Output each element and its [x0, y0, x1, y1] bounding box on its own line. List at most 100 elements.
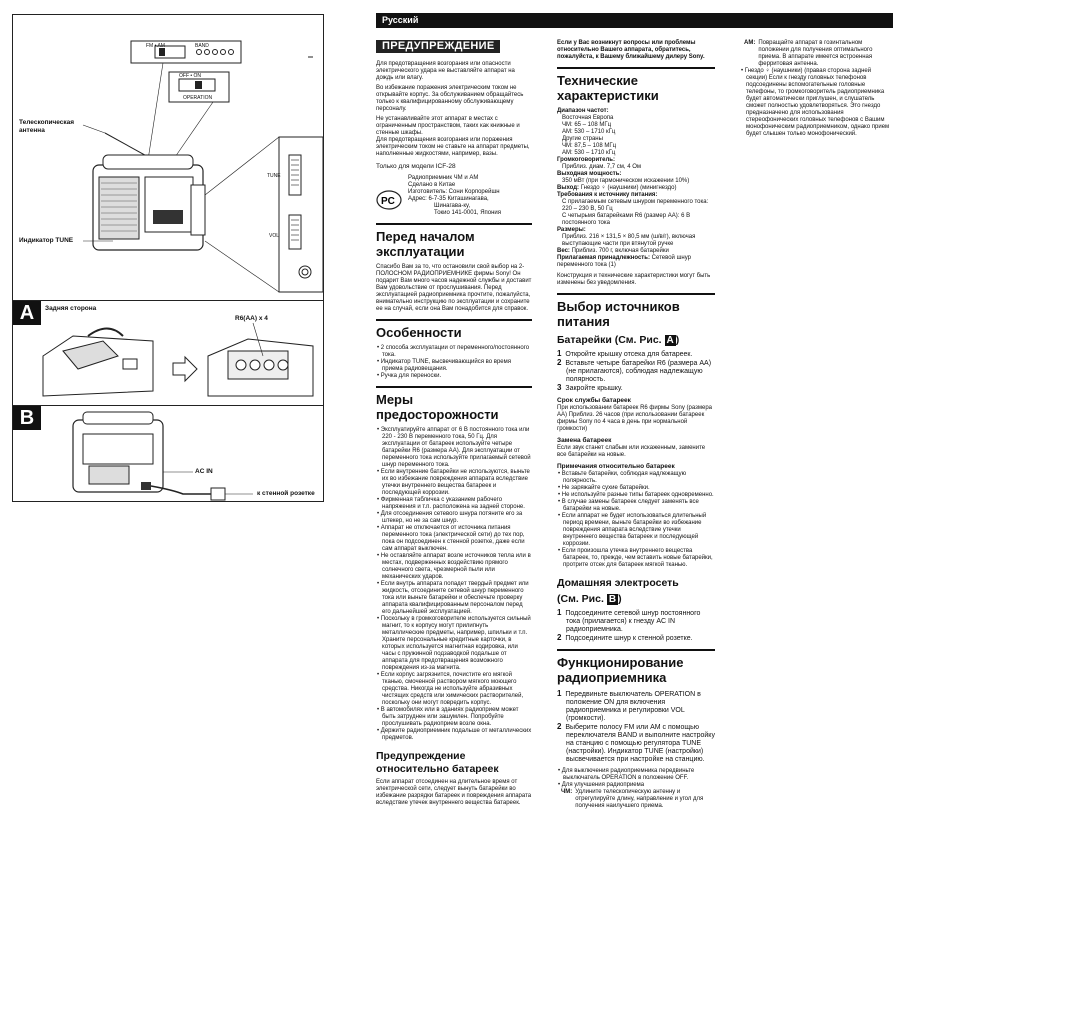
- divider: [557, 293, 715, 295]
- divider: [557, 649, 715, 651]
- cert-line-5: Шинагава-ку,: [434, 203, 471, 209]
- spec-value: ЧМ: 65 – 108 МГц: [562, 122, 612, 128]
- list-item: • Не оставляйте аппарат возле источников…: [377, 553, 531, 580]
- list-item: • Если корпус загрязнится, почистите его…: [377, 672, 524, 706]
- vol-label: VOL: [269, 233, 280, 239]
- warning-text-2: Во избежание поражения электрическим ток…: [376, 85, 524, 112]
- spec-value: Приблиз. 216 × 131,5 × 80,5 мм (ш/в/г), …: [562, 234, 696, 247]
- warning-text-1: Для предотвращения возгорания или опасно…: [376, 61, 515, 81]
- divider: [557, 67, 715, 69]
- list-item: • Держите радиоприемник подальше от мета…: [377, 728, 532, 741]
- am-tip-text: Повращайте аппарат в гозинтальном положе…: [758, 40, 873, 67]
- step-item: 3 Закройте крышку.: [557, 383, 623, 393]
- spec-value: С четырьмя батарейками R6 (размер AA): 6…: [562, 213, 691, 226]
- fm-tip-label: ЧМ:: [561, 789, 573, 795]
- band-label: BAND: [195, 43, 209, 49]
- battery-warning-title: Предупреждение относительно батареек: [376, 750, 499, 775]
- spec-value: Другие страны: [562, 136, 603, 142]
- battery-type-label: R6(AA) x 4: [235, 315, 268, 322]
- step-item: 1 Откройте крышку отсека для батареек.: [557, 349, 693, 359]
- before-use-text: Спасибо Вам за то, что остановили свой в…: [376, 264, 532, 312]
- step-item: 2 Вставьте четыре батарейки R6 (размера …: [557, 358, 712, 384]
- model-only-text: Только для модели ICF-28: [376, 163, 456, 170]
- figure-section-a: A Задняя сторона R6(AA) x 4: [13, 300, 323, 405]
- spec-note: Конструкция и технические характеристики…: [557, 273, 711, 286]
- fm-tip-text: Удлините телескопическую антенну и отрег…: [575, 789, 704, 809]
- list-item: • Если произошла утечка внутреннего веще…: [558, 548, 713, 568]
- spec-value: Восточная Европа: [562, 115, 614, 121]
- section-a-letter: A: [13, 301, 41, 325]
- battery-notes-title: Примечания относительно батареек: [557, 463, 675, 470]
- spec-row: Выход: Гнездо ♀ (наушники) (минигнездо): [557, 185, 677, 191]
- battery-install-illustration: [42, 322, 314, 397]
- features-list: • 2 способа эксплуатации от переменного/…: [376, 345, 532, 380]
- list-item: • Для отсоединения сетевого шнура потяни…: [377, 511, 523, 524]
- battery-life-text: При использовании батареек R6 фирмы Sony…: [557, 405, 712, 432]
- list-item: • Гнездо ♀ (наушники) (правая сторона за…: [741, 68, 890, 137]
- spec-value: ЧМ: 87,5 – 108 МГц: [562, 143, 617, 149]
- spec-value: АМ: 530 – 1710 кГц: [562, 150, 616, 156]
- before-use-title: Перед началом эксплуатации: [376, 229, 475, 259]
- home-power-subtitle: (См. Рис. B): [557, 593, 622, 605]
- list-item: • Фирменная табличка с указанием рабочег…: [377, 497, 525, 510]
- fm-am-label: FM • AM: [146, 43, 165, 49]
- spec-label: Размеры:: [557, 227, 586, 233]
- divider: [376, 223, 532, 225]
- power-source-title: Выбор источников питания: [557, 299, 680, 329]
- wall-outlet-label: к стенной розетке: [257, 490, 315, 497]
- cert-line-3: Изготовитель: Сони Корпорейшн: [408, 189, 500, 195]
- step-item: 2 Подсоедините шнур к стенной розетке.: [557, 633, 693, 643]
- tune-label: TUNE: [267, 173, 281, 179]
- batteries-title: Батарейки (См. Рис. A): [557, 334, 680, 346]
- section-b-letter: B: [13, 406, 41, 430]
- specifications-title: Технические характеристики: [557, 73, 659, 103]
- off-on-label: OFF • ON: [179, 73, 202, 79]
- list-item: • Аппарат не отключается от источника пи…: [377, 525, 525, 552]
- list-item: • В автомобилях или в зданиях радиоприем…: [377, 707, 519, 727]
- battery-warning-text: Если аппарат отсоединен на длительное вр…: [376, 779, 532, 806]
- battery-replace-text: Если звук станет слабым или искаженным, …: [557, 445, 706, 458]
- list-item: • Ручка для переноски.: [377, 373, 442, 379]
- spec-row: Вес: Приблиз. 700 г, включая батарейки: [557, 248, 669, 254]
- cert-line-1: Радиоприемник ЧМ и АМ: [408, 175, 479, 181]
- operation-title: Функционирование радиоприемника: [557, 655, 684, 685]
- step-item: 1 Передвиньте выключатель OPERATION в по…: [557, 689, 701, 723]
- list-item: • 2 способа эксплуатации от переменного/…: [377, 345, 530, 358]
- operation-label: OPERATION: [183, 95, 213, 101]
- language-bar: Русский: [376, 13, 893, 28]
- list-item: • Вставьте батарейки, соблюдая надлежащу…: [558, 471, 687, 484]
- warning-text-3: Не устанавливайте этот аппарат в местах …: [376, 116, 520, 136]
- column-1: ПРЕДУПРЕЖДЕНИЕ Для предотвращения возгор…: [376, 40, 532, 810]
- warning-title: ПРЕДУПРЕЖДЕНИЕ: [376, 40, 501, 53]
- ac-connection-illustration: [72, 411, 253, 501]
- cert-line-2: Сделано в Китае: [408, 182, 456, 188]
- spec-label: Громкоговоритель:: [557, 157, 615, 163]
- fm-tip: ЧМ: Удлините телескопическую антенну и о…: [557, 789, 715, 810]
- certification-mark-icon: PC: [376, 190, 402, 210]
- radio-front-illustration: [82, 40, 323, 293]
- am-tip: АМ: Повращайте аппарат в гозинтальном по…: [740, 40, 893, 68]
- spec-value: 350 мВт (при гармоническом искажении 10%…: [562, 178, 690, 184]
- list-item: • В случае замены батареек следует замен…: [558, 499, 699, 512]
- home-power-title: Домашняя электросеть: [557, 577, 679, 589]
- list-item: • Если внутрь аппарата попадет твердый п…: [377, 581, 529, 615]
- specifications: Диапазон частот: Восточная Европа ЧМ: 65…: [557, 108, 715, 269]
- cert-line-4: Адрес: 6-7-35 Киташинагава,: [408, 196, 489, 202]
- battery-life-title: Срок службы батареек: [557, 397, 631, 404]
- list-item: • Если внутренние батарейки не использую…: [377, 469, 530, 496]
- figure-section-b: B AC IN к стенной розетке: [13, 405, 323, 502]
- list-item: • Для улучшения радиоприема: [558, 782, 645, 788]
- spec-value: Приблиз. диам. 7,7 см, 4 Ом: [562, 164, 642, 170]
- am-tip-label: АМ:: [744, 40, 756, 46]
- list-item: • Для выключения радиоприемника передвин…: [558, 768, 695, 781]
- divider: [376, 386, 532, 388]
- spec-label: Требования к источнику питания:: [557, 192, 658, 198]
- divider: [376, 319, 532, 321]
- back-side-label: Задняя сторона: [45, 305, 97, 312]
- spec-value: АМ: 530 – 1710 кГц: [562, 129, 616, 135]
- tune-indicator-label: Индикатор TUNE: [19, 237, 74, 244]
- telescopic-antenna-label: Телескопическая антенна: [19, 119, 75, 134]
- step-item: 1 Подсоедините сетевой шнур постоянного …: [557, 608, 701, 634]
- list-item: • Не используйте разные типы батареек од…: [558, 492, 714, 498]
- cert-line-6: Токио 141-0001, Япония: [434, 210, 502, 216]
